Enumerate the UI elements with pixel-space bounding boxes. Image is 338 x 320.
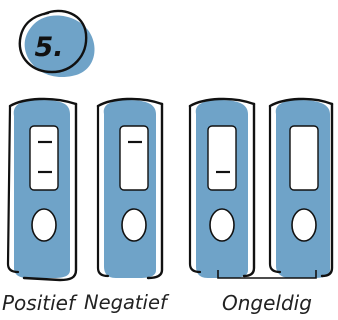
result-window — [29, 125, 59, 191]
step-badge-shape — [18, 9, 95, 78]
test-cassettes — [0, 92, 338, 282]
sample-well — [121, 208, 147, 242]
result-window — [207, 125, 237, 191]
invalid-group-bracket — [217, 270, 317, 279]
result-window — [289, 125, 319, 191]
sample-well — [31, 208, 57, 242]
test-cassette-negative — [96, 97, 164, 280]
result-label-invalid: Ongeldig — [222, 291, 312, 315]
step-badge: 5. — [14, 6, 100, 84]
test-cassette-invalid-1 — [188, 97, 256, 278]
result-window — [119, 125, 149, 191]
test-cassette-invalid-2 — [268, 97, 334, 278]
result-label-negative: Negatief — [84, 291, 167, 314]
sample-well — [209, 208, 235, 242]
result-label-positive: Positief — [2, 291, 76, 315]
step-number: 5. — [34, 32, 64, 63]
sample-well — [291, 208, 317, 242]
test-cassette-positive — [6, 97, 78, 282]
